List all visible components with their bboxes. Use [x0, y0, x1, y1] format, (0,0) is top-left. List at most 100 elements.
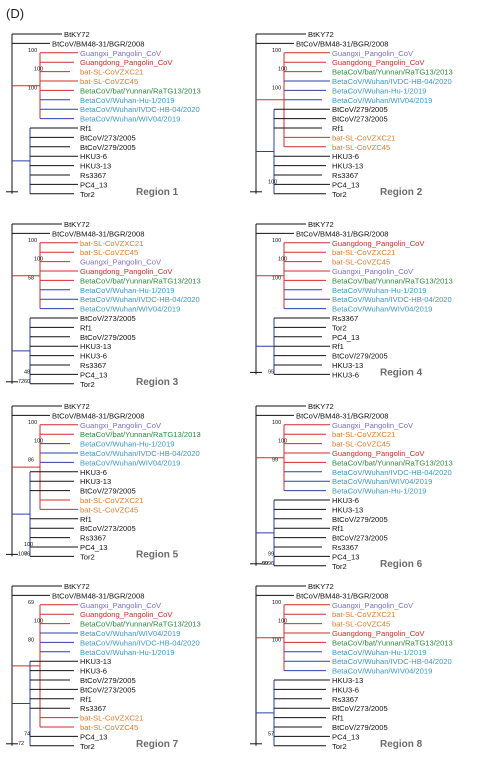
taxon-label: HKU3-13	[332, 162, 363, 171]
taxon-label: HKU3-13	[332, 361, 363, 370]
support-value: 86	[28, 457, 34, 463]
taxon-label: BetaCoV/Wuhan/IVDC-HB-04/2020	[80, 105, 200, 114]
support-value: 100	[28, 420, 37, 426]
taxon-label: BetaCoV/Wuhan/IVDC-HB-04/2020	[80, 449, 200, 458]
taxon-label: Guangxi_Pangolin_CoV	[332, 421, 414, 430]
taxon-label: BtCoV/273/2005	[80, 314, 136, 323]
taxon-label: Rf1	[332, 524, 344, 533]
taxon-label: PC4_13	[80, 543, 107, 552]
taxon-label: BtCoV/BM48-31/BGR/2008	[52, 411, 144, 420]
taxon-label: BtCoV/BM48-31/BGR/2008	[296, 591, 388, 600]
support-value: 100	[18, 551, 27, 557]
taxon-label: BtCoV/BM48-31/BGR/2008	[296, 229, 388, 238]
taxon-label: BetaCoV/Wuhan-Hu-1/2019	[80, 440, 174, 449]
taxon-label: HKU3-13	[332, 676, 363, 685]
taxon-label: BetaCoV/Wuhan-Hu-1/2019	[80, 648, 174, 657]
taxon-label: BetaCoV/Wuhan/IVDC-HB-04/2020	[80, 638, 200, 647]
taxon-label: BetaCoV/bat/Yunnan/RaTG13/2013	[80, 86, 201, 95]
support-value: 100	[28, 85, 37, 91]
taxon-label: Guangxi_Pangolin_CoV	[332, 49, 414, 58]
taxon-label: BtCoV/279/2005	[332, 515, 388, 524]
taxon-label: BetaCoV/Wuhan-Hu-1/2019	[80, 96, 174, 105]
taxon-label: Rs3367	[332, 171, 358, 180]
taxon-label: Tor2	[332, 742, 347, 751]
taxon-label: PC4_13	[332, 732, 359, 741]
taxon-label: Tor2	[332, 562, 347, 571]
taxon-label: Rf1	[332, 342, 344, 351]
support-value: 100	[272, 85, 281, 91]
panel-label: (D)	[6, 6, 25, 21]
taxon-label: bat-SL-CoVZC45	[332, 143, 390, 152]
taxon-label: Tor2	[332, 190, 347, 199]
taxon-label: Tor2	[80, 742, 95, 751]
taxon-label: Guangdong_Pangolin_CoV	[332, 58, 425, 67]
taxon-label: Rs3367	[332, 695, 358, 704]
taxon-label: BtCoV/279/2005	[80, 487, 136, 496]
support-value: 95	[268, 369, 274, 375]
taxon-label: Rf1	[332, 124, 344, 133]
taxon-label: Guangxi_Pangolin_CoV	[332, 601, 414, 610]
support-value: 100	[34, 257, 43, 263]
taxon-label: HKU3-6	[80, 667, 107, 676]
tree-region-1: BtKY72BtCoV/BM48-31/BGR/2008Guangxi_Pang…	[6, 30, 201, 199]
support-value: 100	[278, 67, 287, 73]
taxon-label: BetaCoV/Wuhan/WIV04/2019	[80, 458, 180, 467]
taxon-label: BtCoV/279/2005	[80, 143, 136, 152]
support-value: 100	[28, 48, 37, 54]
taxon-label: BetaCoV/Wuhan/WIV04/2019	[332, 305, 432, 314]
taxon-label: BtCoV/273/2005	[332, 534, 388, 543]
support-value: 100	[24, 542, 33, 548]
taxon-label: PC4_13	[332, 552, 359, 561]
taxon-label: Tor2	[332, 323, 347, 332]
taxon-label: BetaCoV/Wuhan/WIV04/2019	[80, 115, 180, 124]
taxon-label: bat-SL-CoVZXC21	[332, 430, 395, 439]
taxon-label: HKU3-13	[80, 162, 111, 171]
taxon-label: BetaCoV/Wuhan/IVDC-HB-04/2020	[80, 295, 200, 304]
taxon-label: bat-SL-CoVZC45	[80, 723, 138, 732]
taxon-label: BtKY72	[64, 220, 90, 229]
taxon-label: Tor2	[80, 552, 95, 561]
taxon-label: bat-SL-CoVZXC21	[332, 133, 395, 142]
taxon-label: HKU3-13	[80, 477, 111, 486]
taxon-label: BetaCoV/bat/Yunnan/RaTG13/2013	[80, 430, 201, 439]
taxon-label: BetaCoV/bat/Yunnan/RaTG13/2013	[80, 276, 201, 285]
support-value: 72	[18, 741, 24, 747]
taxon-label: BetaCoV/bat/Yunnan/RaTG13/2013	[332, 68, 453, 77]
taxon-label: bat-SL-CoVZC45	[332, 620, 390, 629]
taxon-label: Rs3367	[80, 534, 106, 543]
support-value: 100	[278, 257, 287, 263]
taxon-label: BtCoV/279/2005	[80, 333, 136, 342]
taxon-label: Guangxi_Pangolin_CoV	[80, 421, 162, 430]
tree-region-8: BtKY72BtCoV/BM48-31/BGR/2008Guangxi_Pang…	[250, 582, 453, 751]
taxon-label: BetaCoV/Wuhan/IVDC-HB-04/2020	[332, 295, 452, 304]
taxon-label: BtCoV/279/2005	[80, 676, 136, 685]
support-value: 100	[272, 600, 281, 606]
taxon-label: BtCoV/273/2005	[332, 704, 388, 713]
taxon-label: BetaCoV/Wuhan-Hu-1/2019	[332, 648, 426, 657]
taxon-label: BtCoV/BM48-31/BGR/2008	[296, 39, 388, 48]
taxon-label: BtKY72	[308, 402, 334, 411]
taxon-label: Rf1	[332, 714, 344, 723]
taxon-label: BtKY72	[308, 220, 334, 229]
support-value: 76	[24, 551, 30, 557]
region-title: Region 4	[380, 367, 423, 378]
taxon-label: HKU3-13	[80, 342, 111, 351]
support-value: 100	[28, 238, 37, 244]
taxon-label: bat-SL-CoVZC45	[332, 440, 390, 449]
taxon-label: bat-SL-CoVZXC21	[332, 248, 395, 257]
taxon-label: Rf1	[80, 124, 92, 133]
region-title: Region 6	[380, 559, 423, 570]
support-value: 74	[24, 731, 30, 737]
support-value: 99	[268, 551, 274, 557]
support-value: 60	[262, 561, 268, 567]
taxon-label: bat-SL-CoVZXC21	[80, 68, 143, 77]
taxon-label: bat-SL-CoVZC45	[332, 258, 390, 267]
taxon-label: HKU3-13	[80, 657, 111, 666]
taxon-label: BetaCoV/Wuhan/WIV04/2019	[80, 305, 180, 314]
support-value: 100	[272, 637, 281, 643]
taxon-label: BtCoV/279/2005	[332, 352, 388, 361]
region-title: Region 2	[380, 187, 423, 198]
taxon-label: BetaCoV/Wuhan/IVDC-HB-04/2020	[332, 657, 452, 666]
taxon-label: BtCoV/273/2005	[80, 133, 136, 142]
support-value: 72	[18, 379, 24, 385]
